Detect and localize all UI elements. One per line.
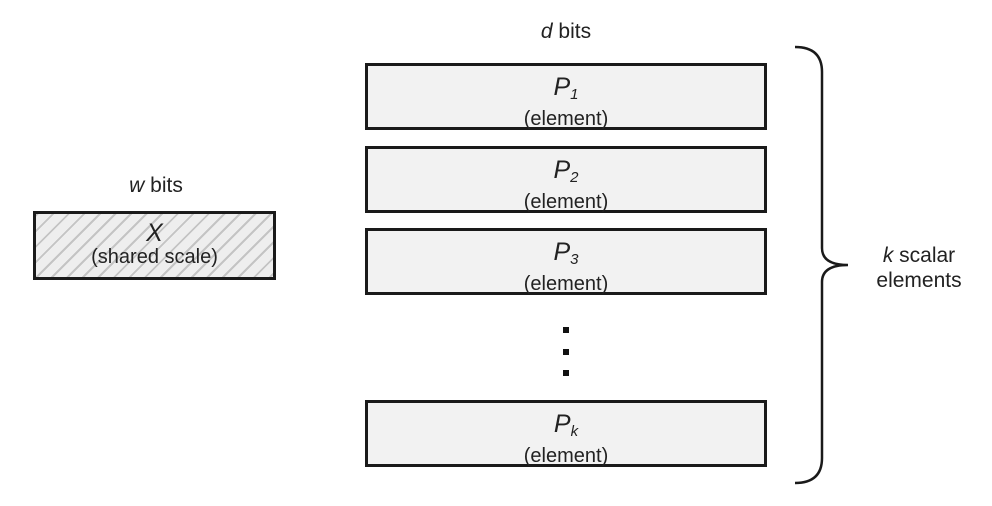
element-name-1: P1 xyxy=(553,73,579,103)
brace-label-rest: scalar xyxy=(893,244,956,267)
element-box-2: P2 (element) xyxy=(365,146,767,213)
element-subscript-1: 1 xyxy=(570,86,579,103)
element-box-1: P1 (element) xyxy=(365,63,767,130)
element-box-k: Pk (element) xyxy=(365,400,767,467)
element-desc-2: (element) xyxy=(523,191,609,213)
element-subscript-3: 3 xyxy=(570,251,579,268)
shared-scale-name: X xyxy=(146,219,163,247)
element-desc-3: (element) xyxy=(523,273,609,295)
shared-scale-box: X (shared scale) xyxy=(33,211,276,280)
brace-label-line1: k scalar xyxy=(858,243,980,268)
ellipsis-dot-3 xyxy=(563,370,569,376)
element-desc-1: (element) xyxy=(523,108,609,130)
element-width-unit: bits xyxy=(552,20,592,43)
ellipsis-dot-2 xyxy=(563,349,569,355)
element-box-3: P3 (element) xyxy=(365,228,767,295)
element-name-3: P3 xyxy=(553,238,579,268)
shared-scale-desc: (shared scale) xyxy=(91,246,218,268)
element-subscript-2: 2 xyxy=(570,169,579,186)
element-desc-k: (element) xyxy=(523,445,609,467)
shared-width-label: w bits xyxy=(96,174,216,198)
curly-brace-path xyxy=(794,45,849,485)
element-name-2: P2 xyxy=(553,156,579,186)
brace-label: k scalar elements xyxy=(858,243,980,293)
element-width-label: d bits xyxy=(506,20,626,44)
ellipsis-dot-1 xyxy=(563,327,569,333)
shared-width-unit: bits xyxy=(144,174,183,197)
brace-label-var: k xyxy=(882,244,894,267)
brace-label-line2: elements xyxy=(876,269,962,292)
shared-width-var: w xyxy=(129,174,145,197)
element-subscript-k: k xyxy=(570,423,579,440)
element-name-k: Pk xyxy=(553,410,579,440)
element-width-var: d xyxy=(540,20,553,43)
